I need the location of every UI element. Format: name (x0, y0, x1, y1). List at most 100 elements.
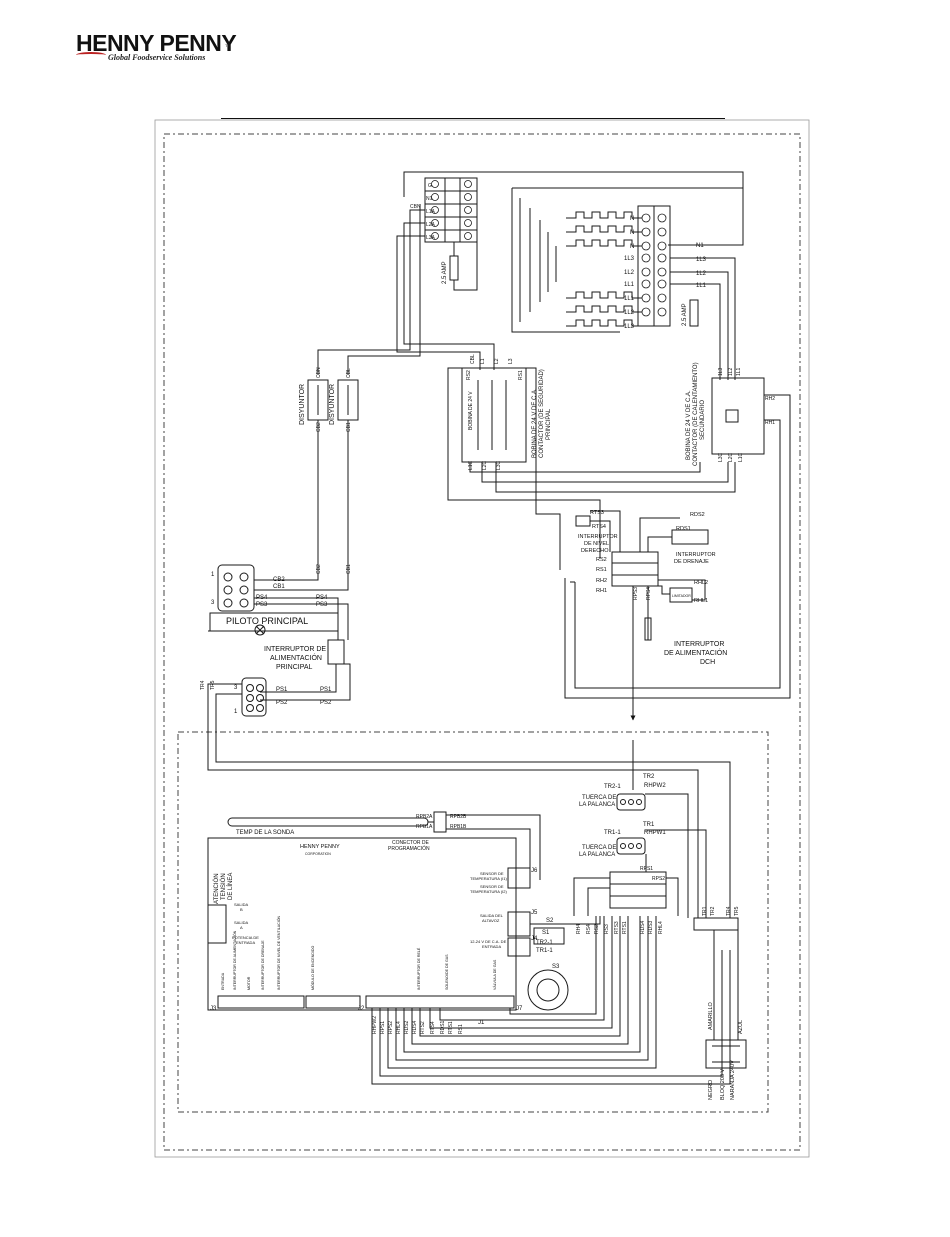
main-switch-label-2: ALIMENTACIÓN (270, 653, 322, 662)
side-tr5: TR5 (734, 906, 740, 916)
fuse-top-label: 2.5 AMP (442, 261, 448, 284)
mc-top-cbl: CBL (470, 354, 476, 364)
plug-bottom-wire-ps1: PS1 (320, 687, 332, 693)
board-brand: HENNY PENNY (300, 844, 340, 850)
heating-elements (566, 211, 642, 327)
transformer-azul: AZUL (738, 1020, 744, 1034)
board-j2: J2 (358, 1006, 365, 1012)
board-bottom-label-8: SOLENOIDE DE GAS (445, 954, 449, 990)
dch-switch-label-1: INTERRUPTOR (674, 641, 724, 648)
page-frame (154, 119, 810, 1158)
rps-wire-rds3: RDS3 (648, 920, 654, 934)
lever-lower-label-1: TUERCA DE (582, 845, 616, 851)
sc-top-1l2: 1L2 (728, 367, 734, 376)
board-side-title-3: DE LÍNEA (227, 873, 234, 900)
lever-upper-wire: RHPW2 (644, 783, 666, 789)
board-salida-b-1: SALIDA (234, 902, 249, 907)
level-switch-rts4: RTS4 (592, 524, 606, 530)
board-bottom-terminals (217, 995, 515, 1009)
board-sensor1-2: TEMPERATURA (I1) (470, 876, 507, 881)
rps-connector (609, 871, 667, 909)
hb-out-1l2: 1L2 (696, 271, 707, 277)
lever-lower-label-2: LA PALANCA (579, 852, 615, 858)
board-salida-a-1: SALIDA (234, 920, 249, 925)
fuse-heating (689, 299, 699, 327)
board-wire-rds4: RDS4 (412, 1020, 418, 1034)
dch-switch-label-2: DE ALIMENTACIÓN (664, 648, 727, 657)
board-j4: J4 (531, 936, 538, 942)
limiter (669, 587, 693, 603)
board-wire-rts1: RTS1 (448, 1021, 454, 1034)
board-wire-rps2: RPS2 (388, 1021, 394, 1034)
board-side-title-1: ATENCIÓN (213, 873, 220, 904)
mc-title-1: BOBINA DE 24 V DE C.A. (532, 388, 538, 458)
lever-upper-label-1: TUERCA DE (582, 795, 616, 801)
drain-switch-label-1: INTERRUPTOR (676, 552, 716, 558)
drain-switch (671, 529, 709, 545)
main-switch (327, 639, 345, 665)
board-connector-2: PROGRAMACIÓN (388, 845, 430, 852)
tb-wire-cbn: CBN (410, 204, 421, 210)
probe-rpb2b: RPB2B (450, 814, 467, 820)
speaker-tr2-1: TR2-1 (536, 940, 553, 946)
tb-row-l3a: L3A (426, 235, 436, 241)
pilot-lamp-icon (254, 624, 266, 636)
breaker-left-label: DISYUNTOR (299, 384, 306, 425)
board-sensor2-2: TEMPERATURA (I2) (470, 889, 507, 894)
mc-top-l2: L2 (494, 358, 500, 364)
dch-rh2: RH2 (596, 578, 607, 584)
board-bottom-label-6: MÓDULO DE ENCENDIDO (310, 945, 315, 990)
hb-row-n-2: N (630, 230, 634, 236)
plug-left-wire-ps3: PS3 (316, 602, 328, 608)
rps-wire-rs2: RS2 (594, 924, 600, 934)
board-bottom-label-1: ENTRADA (221, 972, 225, 990)
fuse-heating-label: 2.5 AMP (682, 303, 688, 326)
sc-title-2: CONTACTOR (DE CALENTAMIENTO) (693, 362, 699, 466)
dch-rs2: RS2 (596, 557, 607, 563)
board-wire-rts4: RTS4 (430, 1021, 436, 1034)
dch-rhl2: RHL2 (694, 580, 708, 586)
rps-wire-rts3: RTS3 (614, 921, 620, 934)
dch-rhl1: RHL1 (694, 598, 708, 604)
board-wire-rds1: RDS1 (440, 1020, 446, 1034)
hb-row-1l3: 1L3 (624, 256, 635, 262)
lever-nut-upper (616, 793, 646, 811)
board-wire-rts2: RTS2 (420, 1021, 426, 1034)
dch-connector (611, 551, 659, 587)
board-j1: J1 (478, 1020, 485, 1026)
probe-rpb2a: RPB2A (416, 814, 433, 820)
sc-bottom-l3c: L3C (718, 452, 724, 462)
board-sensor2-1: SENSOR DE (480, 884, 504, 889)
plug-left-ps4: PS4 (256, 595, 268, 601)
board-j3: J3 (210, 1006, 217, 1012)
board-bottom-label-3: MOTOR (247, 976, 251, 990)
sc-top-1l1: 1L1 (736, 367, 742, 376)
board-side-title-2: TENSIÓN (220, 873, 227, 900)
dch-switch-label-3: DCH (700, 659, 715, 666)
probe-label: TEMP DE LA SONDA (236, 830, 294, 836)
rps-wire-rds4: RDS4 (640, 920, 646, 934)
rps-wire-rhl4: RHL4 (658, 921, 664, 934)
lever-lower-tag: TR1-1 (604, 830, 621, 836)
transformer-negro: NEGRO (708, 1079, 714, 1100)
board-wire-rps1: RPS1 (380, 1021, 386, 1034)
sc-term-rh1: RH1 (765, 420, 775, 426)
header-rule (221, 118, 725, 119)
dch-rps3: RPS3 (633, 587, 639, 600)
logo-brand: HENNY PENNY (76, 30, 237, 56)
logo-tm: TM (225, 43, 231, 48)
heating-block-screws (431, 180, 667, 317)
plug-bottom-wire-ps2: PS2 (320, 700, 332, 706)
mc-bottom-l2c: L2C (482, 460, 488, 470)
board-salida-b-2: B (240, 907, 243, 912)
lever-upper-label-2: LA PALANCA (579, 802, 615, 808)
board-bottom-label-7: INTERRUPTOR DE RELÉ (416, 947, 421, 990)
hb-row-n-3: N (630, 244, 634, 250)
breaker-left-top: CBN (316, 367, 322, 378)
board-input-power-2: ENTRADA (236, 940, 255, 945)
side-tr1: TR1 (702, 906, 708, 916)
mc-bottom-l1c: L1C (468, 460, 474, 470)
mc-top-l1: L1 (480, 358, 486, 364)
mc-coil-inner: BOBINA DE 24 V (468, 391, 474, 430)
